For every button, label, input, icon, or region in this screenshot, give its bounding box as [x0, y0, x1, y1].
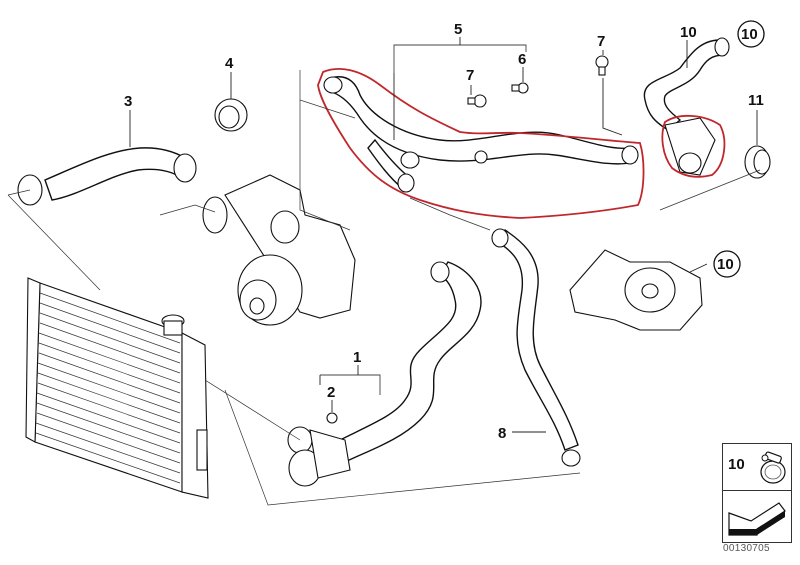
hose-5 [323, 76, 639, 193]
callout-10a: 10 [741, 26, 758, 43]
hose-clamp-icon [760, 451, 786, 484]
clamp-4 [214, 98, 248, 132]
leader-lines [7, 37, 761, 506]
callout-1: 1 [353, 349, 361, 366]
legend-divider [723, 490, 791, 491]
hose-8 [491, 228, 581, 467]
callout-7a: 7 [466, 67, 474, 84]
water-pump [202, 174, 356, 326]
callout-8: 8 [498, 425, 506, 442]
thermostat-housing [569, 249, 703, 331]
hose-1 [287, 261, 482, 487]
callout-6: 6 [518, 51, 526, 68]
diagram-id: 00130705 [723, 543, 770, 554]
callout-7b: 7 [597, 33, 605, 50]
hose-3 [17, 147, 197, 206]
callout-10b-circle [713, 250, 741, 278]
radiator [25, 277, 209, 499]
callout-10b: 10 [717, 256, 734, 273]
callout-4: 4 [225, 55, 234, 72]
callout-3: 3 [124, 93, 132, 110]
highlight-hose-5 [317, 68, 645, 219]
bolts [326, 55, 609, 424]
legend-label: 10 [728, 456, 745, 473]
arrow-pointer-icon [728, 502, 786, 536]
callout-10a-circle [737, 20, 765, 48]
clamp-11 [744, 145, 771, 179]
legend-box: 10 [722, 443, 792, 543]
callout-5: 5 [454, 21, 462, 38]
callout-2: 2 [327, 384, 335, 401]
hose-9 [643, 37, 730, 176]
callouts: 3 4 5 6 7 7 10 10 11 10 1 2 8 [124, 20, 765, 442]
highlight-hose-9-junction [661, 115, 726, 178]
callout-9: 10 [680, 24, 697, 41]
callout-11: 11 [748, 92, 764, 109]
